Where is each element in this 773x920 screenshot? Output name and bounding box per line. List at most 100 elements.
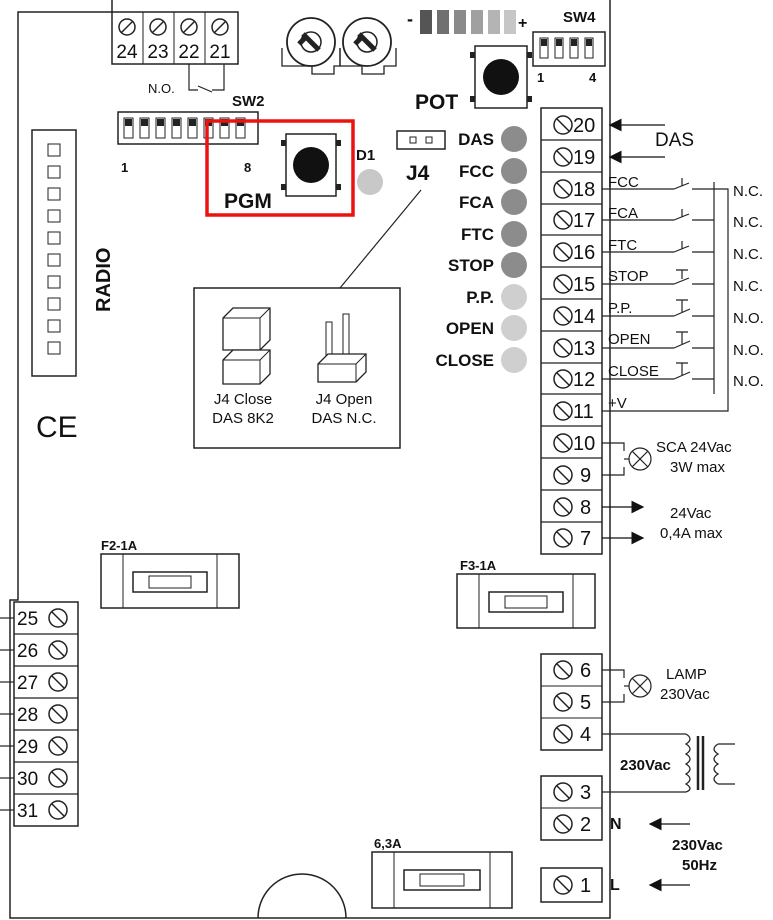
input-contacts <box>602 178 729 412</box>
pgm-button <box>281 133 341 197</box>
radio-label: RADIO <box>93 248 115 312</box>
led-label-close: CLOSE <box>435 351 494 370</box>
sw4-dip-switch <box>532 31 606 67</box>
out24-line2: 0,4A max <box>660 525 723 542</box>
led-close <box>501 347 527 373</box>
terminal-20: 20 <box>573 115 595 137</box>
terminal-31: 31 <box>17 801 38 822</box>
status-leds: DAS FCC FCA FTC STOP P.P. OPEN CLOSE <box>435 126 527 373</box>
potentiometers <box>281 17 397 75</box>
out24-line1: 24Vac <box>670 505 712 522</box>
terminal-23: 23 <box>147 42 168 63</box>
sw4-end: 4 <box>589 70 597 85</box>
led-open <box>501 315 527 341</box>
contact-ftc: FTC <box>608 237 637 254</box>
transformer-label: 230Vac <box>620 757 671 774</box>
das-label: DAS <box>655 130 694 151</box>
terminal-13: 13 <box>573 338 595 360</box>
lamp-icon <box>602 669 652 703</box>
led-label-stop: STOP <box>448 256 494 275</box>
led-fca <box>501 189 527 215</box>
contact-stop: STOP <box>608 268 649 285</box>
plus-v-label: +V <box>608 395 627 412</box>
led-ftc <box>501 221 527 247</box>
terminal-3: 3 <box>580 782 591 804</box>
sca-line1: SCA 24Vac <box>656 439 732 456</box>
type-fca: N.C. <box>733 214 763 231</box>
terminal-22: 22 <box>178 42 199 63</box>
pot-button <box>470 45 532 109</box>
pot-plus: + <box>518 15 527 32</box>
terminal-5: 5 <box>580 692 591 714</box>
led-label-ftc: FTC <box>461 225 494 244</box>
mains-l-label: L <box>610 877 620 894</box>
pgm-highlight <box>205 119 355 217</box>
right-terminal-block: 20 19 18 17 16 15 14 13 12 11 10 9 8 7 <box>540 107 603 555</box>
type-fcc: N.C. <box>733 183 763 200</box>
mains-n-label: N <box>610 816 622 833</box>
terminal-19: 19 <box>573 147 595 169</box>
radio-connector <box>31 129 77 377</box>
terminal-24: 24 <box>116 42 138 63</box>
lamp-line1: LAMP <box>666 666 707 683</box>
terminal-21: 21 <box>209 42 230 63</box>
j4-close-line1: J4 Close <box>214 391 272 408</box>
terminal-18: 18 <box>573 179 595 201</box>
led-label-fca: FCA <box>459 193 494 212</box>
terminal-1: 1 <box>580 875 591 897</box>
sca-lamp-icon <box>602 442 652 476</box>
mains-line2: 50Hz <box>682 857 717 874</box>
terminal-30: 30 <box>17 769 38 790</box>
j4-info-box: J4 Close DAS 8K2 J4 Open DAS N.C. <box>193 287 401 449</box>
mains-line1: 230Vac <box>672 837 723 854</box>
led-fcc <box>501 158 527 184</box>
j4-label: J4 <box>406 162 430 185</box>
terminal-26: 26 <box>17 641 38 662</box>
top-terminal-block: 24 23 22 21 <box>111 11 239 65</box>
led-label-open: OPEN <box>446 319 494 338</box>
terminal-10: 10 <box>573 433 595 455</box>
type-open: N.O. <box>733 342 764 359</box>
led-pp <box>501 284 527 310</box>
top-no-label: N.O. <box>148 81 175 96</box>
type-stop: N.C. <box>733 278 763 295</box>
d1-led <box>357 169 383 195</box>
terminal-14: 14 <box>573 306 595 328</box>
contact-pp: P.P. <box>608 300 632 317</box>
sw2-label: SW2 <box>232 93 265 110</box>
sw2-start: 1 <box>121 160 128 175</box>
terminal-9: 9 <box>580 465 591 487</box>
fuse-f3 <box>456 573 596 629</box>
no-contact-wiring <box>188 64 225 91</box>
sw4-start: 1 <box>537 70 544 85</box>
led-label-das: DAS <box>458 130 494 149</box>
terminal-8: 8 <box>580 497 591 519</box>
power-terminal-blocks: 6 5 4 3 2 1 <box>540 653 603 903</box>
terminal-28: 28 <box>17 705 38 726</box>
board-outline <box>9 0 611 919</box>
terminal-12: 12 <box>573 369 595 391</box>
fuse-f2-label: F2-1A <box>101 538 138 553</box>
led-label-pp: P.P. <box>466 288 494 307</box>
sw2-end: 8 <box>244 160 251 175</box>
led-das <box>501 126 527 152</box>
terminal-16: 16 <box>573 242 595 264</box>
contact-fcc: FCC <box>608 174 639 191</box>
top-screws <box>118 18 229 36</box>
type-ftc: N.C. <box>733 246 763 263</box>
sca-line2: 3W max <box>670 459 726 476</box>
j4-jumper <box>396 130 446 150</box>
terminal-2: 2 <box>580 814 591 836</box>
ce-mark: CE <box>36 411 78 444</box>
terminal-15: 15 <box>573 274 595 296</box>
lamp-line2: 230Vac <box>660 686 710 703</box>
pot-label: POT <box>415 91 458 114</box>
type-pp: N.O. <box>733 310 764 327</box>
fuse-f3-label: F3-1A <box>460 558 497 573</box>
pgm-label: PGM <box>224 190 272 213</box>
terminal-6: 6 <box>580 660 591 682</box>
fuse-f2 <box>100 553 240 609</box>
j4-open-line1: J4 Open <box>316 391 373 408</box>
contact-open: OPEN <box>608 331 651 348</box>
